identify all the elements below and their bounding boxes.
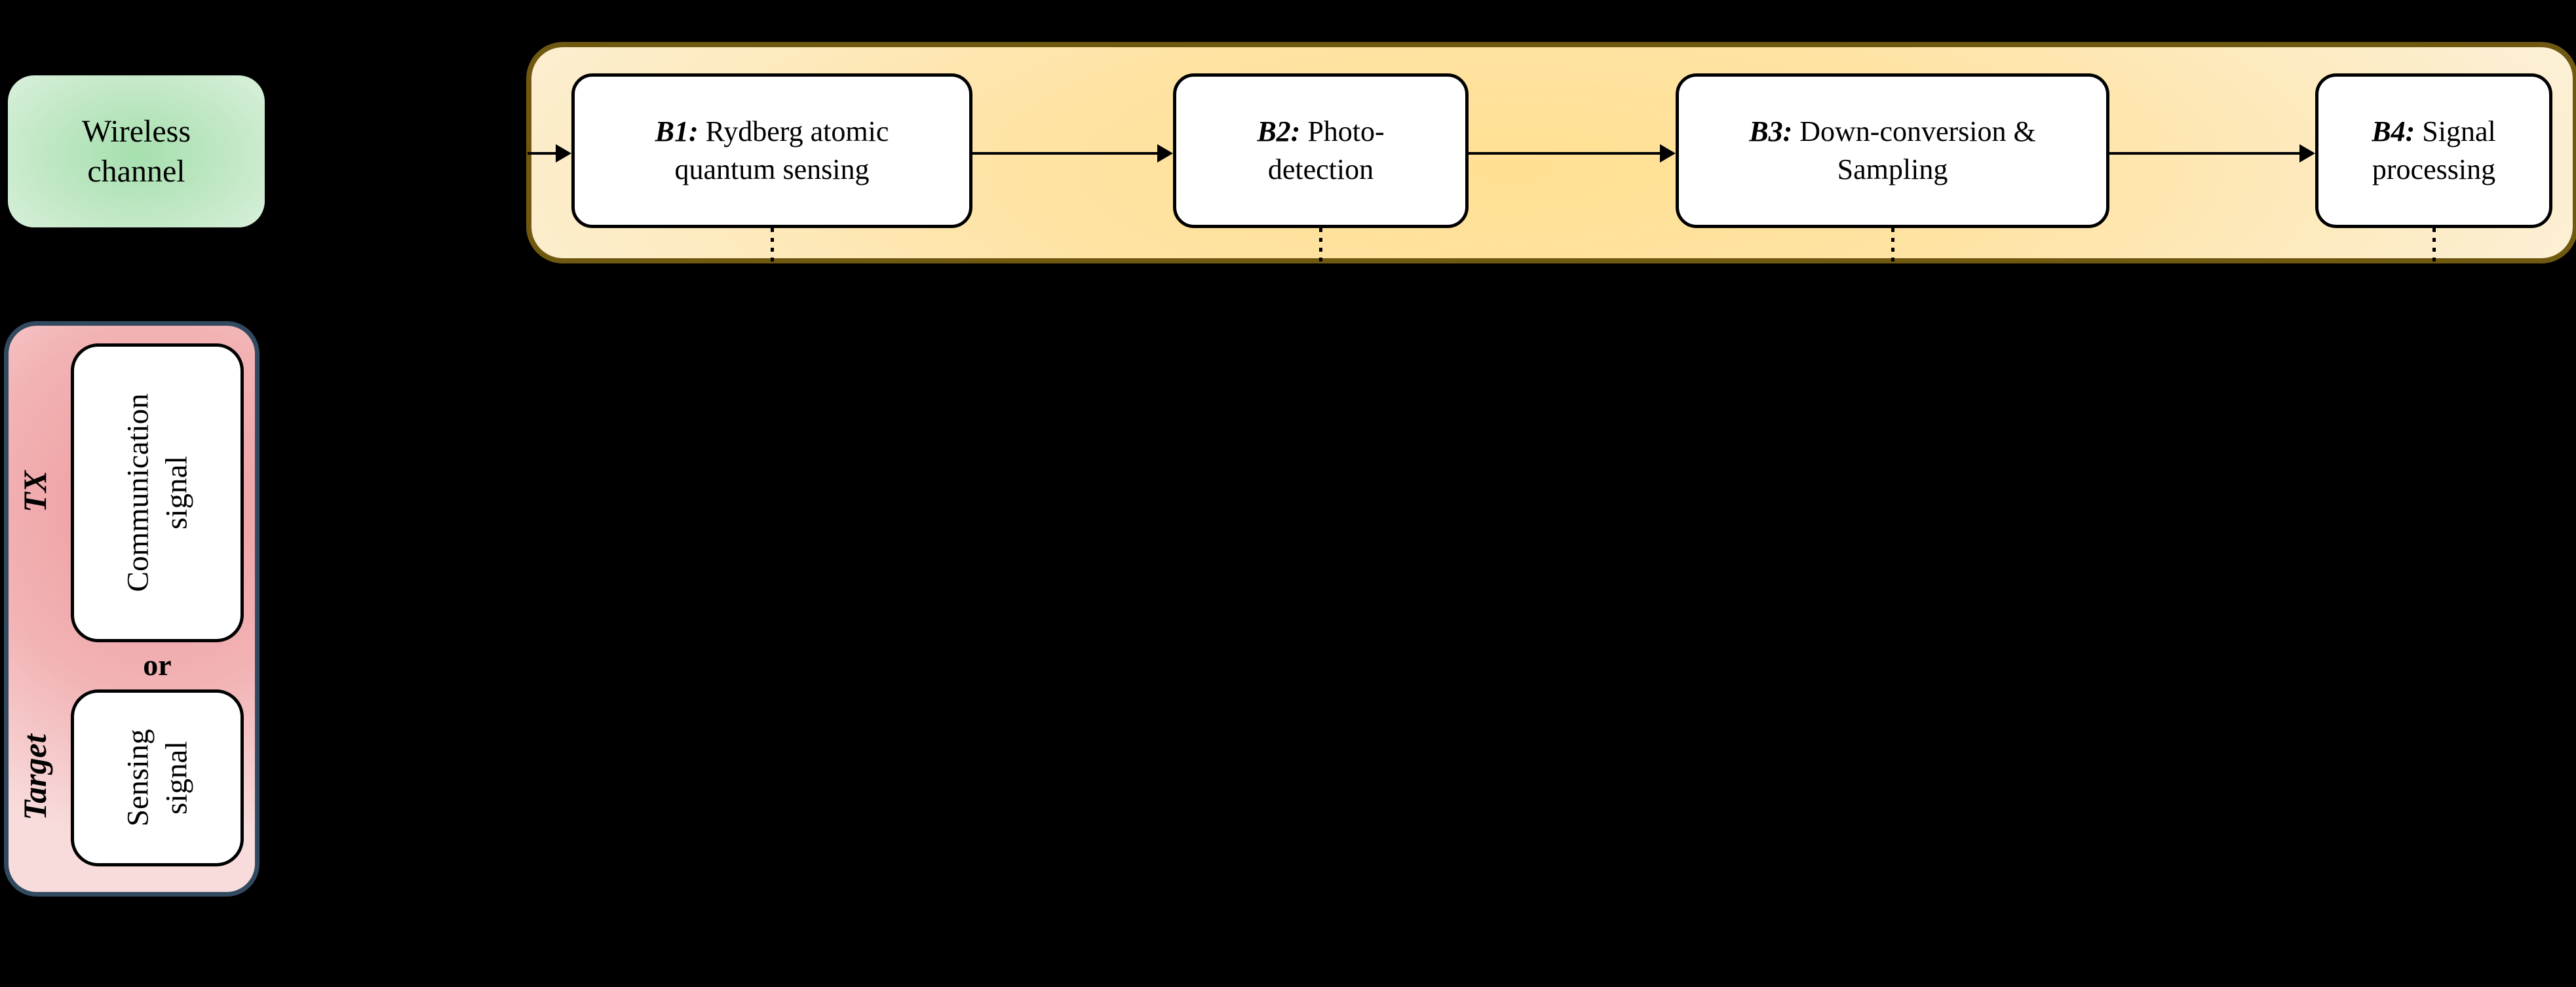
sensing-signal-box: Sensing signal	[71, 689, 244, 866]
arrowhead-b1-to-b2	[1157, 144, 1173, 163]
block-b1-rydberg-sensing: B1: Rydberg atomic quantum sensing	[571, 73, 972, 228]
dotted-connector-b4	[2432, 228, 2436, 265]
communication-signal-box: Communication signal	[71, 343, 244, 642]
or-label: or	[143, 648, 172, 682]
arrow-b2-to-b3	[1469, 152, 1660, 155]
tx-label: TX	[16, 471, 53, 513]
block-b3-label: B3: Down-conversion & Sampling	[1749, 115, 2036, 185]
arrow-b1-to-b2	[972, 152, 1157, 155]
block-b2-photodetection: B2: Photo- detection	[1173, 73, 1469, 228]
wireless-channel-label: Wireless channel	[81, 113, 191, 189]
block-b4-label: B4: Signal processing	[2372, 115, 2496, 185]
block-b4-signal-processing: B4: Signal processing	[2315, 73, 2552, 228]
block-b1-label: B1: Rydberg atomic quantum sensing	[655, 115, 889, 185]
dotted-connector-b1	[771, 228, 774, 265]
arrowhead-b3-to-b4	[2299, 144, 2315, 163]
wireless-channel-box: Wireless channel	[8, 75, 265, 227]
arrowhead-b2-to-b3	[1660, 144, 1676, 163]
dotted-connector-b2	[1319, 228, 1322, 265]
sensing-signal-label: Sensing signal	[121, 729, 193, 827]
communication-signal-label: Communication signal	[121, 393, 193, 592]
block-b2-label: B2: Photo- detection	[1257, 115, 1385, 185]
target-label: Target	[16, 734, 53, 821]
dotted-connector-b3	[1891, 228, 1894, 265]
arrow-b3-to-b4	[2109, 152, 2299, 155]
arrow-channel-to-b1	[528, 152, 556, 155]
block-b3-downconversion: B3: Down-conversion & Sampling	[1676, 73, 2109, 228]
arrowhead-channel-to-b1	[556, 144, 571, 163]
